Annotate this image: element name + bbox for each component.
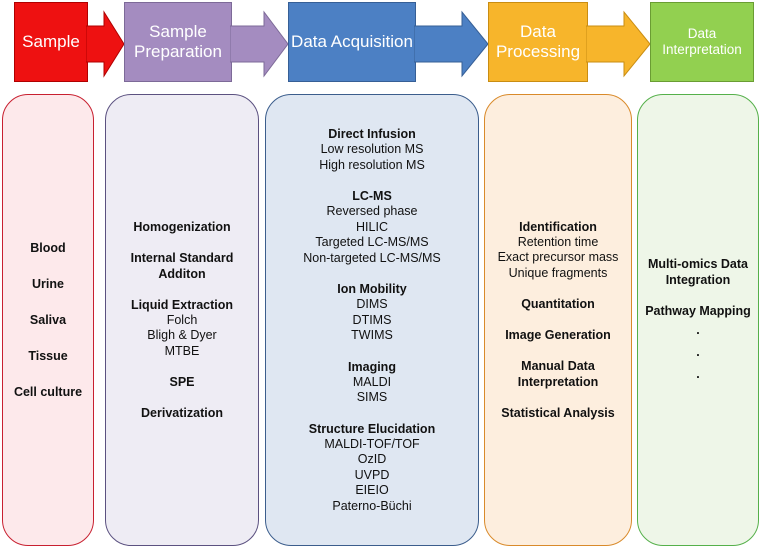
processing-group-title: Identification (519, 219, 597, 234)
processing-group-title: Image Generation (505, 328, 611, 343)
preparation-group-title: Internal Standard Additon (130, 250, 234, 281)
preparation-group-item: MTBE (164, 343, 200, 358)
arrow-4-icon (586, 10, 651, 78)
acquisition-group-item: MALDI-TOF/TOF (324, 436, 420, 451)
stage-data-interpretation-label: Data Interpretation (662, 26, 742, 57)
sample-group: Urine (32, 276, 64, 292)
acquisition-group-item: TWIMS (351, 328, 393, 342)
stage-data-acquisition: Data Acquisition (288, 2, 416, 82)
preparation-group-title: SPE (169, 375, 195, 390)
processing-group: Manual Data Interpretation (488, 358, 628, 390)
sample-group: Tissue (28, 348, 67, 364)
preparation-group: SPE (169, 374, 194, 390)
acquisition-group-item: UVPD (354, 467, 390, 482)
arrow-2-icon (230, 10, 289, 78)
interpretation-group-title: Multi-omics Data Integration (647, 256, 748, 287)
acquisition-group-title: Ion Mobility (337, 282, 407, 296)
preparation-group: Internal Standard Additon (107, 250, 257, 282)
acquisition-group-item: High resolution MS (319, 157, 425, 172)
acquisition-group-item: DIMS (356, 297, 388, 311)
processing-group-title: Quantitation (521, 297, 595, 312)
acquisition-group-item: Paterno-Büchi (332, 498, 412, 513)
acquisition-group-item: Low resolution MS (320, 142, 424, 156)
sample-group-title: Blood (30, 241, 66, 255)
interpretation-group-item: . (696, 366, 700, 381)
stage-data-interpretation: Data Interpretation (650, 2, 754, 82)
stage-sample-preparation-label: Sample Preparation (134, 22, 222, 61)
sample-group: Cell culture (14, 384, 82, 400)
acquisition-group-title: Structure Elucidation (308, 421, 436, 436)
interpretation-group-item: . (696, 344, 700, 359)
sample-group-title: Urine (32, 277, 64, 291)
acquisition-group-item: Reversed phase (326, 204, 418, 218)
preparation-group: Homogenization (133, 219, 230, 235)
preparation-group-item: Folch (166, 312, 198, 327)
arrow-1-icon (86, 10, 125, 78)
processing-group: Statistical Analysis (501, 405, 614, 421)
acquisition-group-item: OzID (357, 452, 387, 466)
acquisition-group-item: HILIC (356, 219, 388, 234)
interpretation-group-title: Pathway Mapping (645, 303, 751, 318)
stage-sample-preparation: Sample Preparation (124, 2, 232, 82)
processing-group-item: Unique fragments (508, 265, 608, 280)
preparation-group-title: Homogenization (133, 219, 231, 234)
processing-group-item: Exact precursor mass (497, 250, 619, 265)
interpretation-group-item: . (696, 322, 700, 337)
stage-data-processing-label: Data Processing (495, 22, 581, 61)
interpretation-group: Pathway Mapping... (645, 303, 751, 385)
sample-group: Saliva (30, 312, 66, 328)
acquisition-group-title: LC-MS (352, 189, 392, 203)
interpretation-group: Multi-omics Data Integration (639, 256, 757, 288)
processing-group: Image Generation (505, 327, 611, 343)
acquisition-group-item: MALDI (352, 374, 392, 389)
acquisition-group-item: DTIMS (352, 312, 392, 327)
acquisition-group-item: Non-targeted LC-MS/MS (303, 250, 441, 265)
acquisition-group-title: Imaging (348, 359, 396, 374)
processing-group-item: Retention time (517, 234, 599, 249)
sample-group: Blood (30, 240, 65, 256)
workflow-stages: Sample Sample Preparation Data Acquisiti… (0, 0, 762, 90)
preparation-group-item: Bligh & Dyer (147, 328, 217, 343)
processing-group: Quantitation (521, 296, 595, 312)
acquisition-group-item: Targeted LC-MS/MS (315, 235, 429, 249)
stage-sample: Sample (14, 2, 88, 82)
acquisition-group-title: Direct Infusion (328, 127, 416, 141)
processing-group-title: Statistical Analysis (501, 406, 615, 421)
acquisition-group-item: SIMS (356, 390, 388, 404)
preparation-group-title: Derivatization (141, 406, 223, 421)
stage-data-acquisition-label: Data Acquisition (291, 32, 413, 52)
sample-group-title: Cell culture (13, 385, 83, 399)
preparation-group-title: Liquid Extraction (130, 297, 234, 312)
processing-group-title: Manual Data Interpretation (517, 359, 599, 390)
stage-sample-label: Sample (22, 32, 80, 52)
arrow-3-icon (414, 10, 489, 78)
stage-data-processing: Data Processing (488, 2, 588, 82)
acquisition-group-item: EIEIO (355, 483, 389, 497)
sample-group-title: Saliva (29, 313, 67, 327)
preparation-group: Derivatization (141, 405, 223, 421)
sample-group-title: Tissue (28, 349, 68, 363)
